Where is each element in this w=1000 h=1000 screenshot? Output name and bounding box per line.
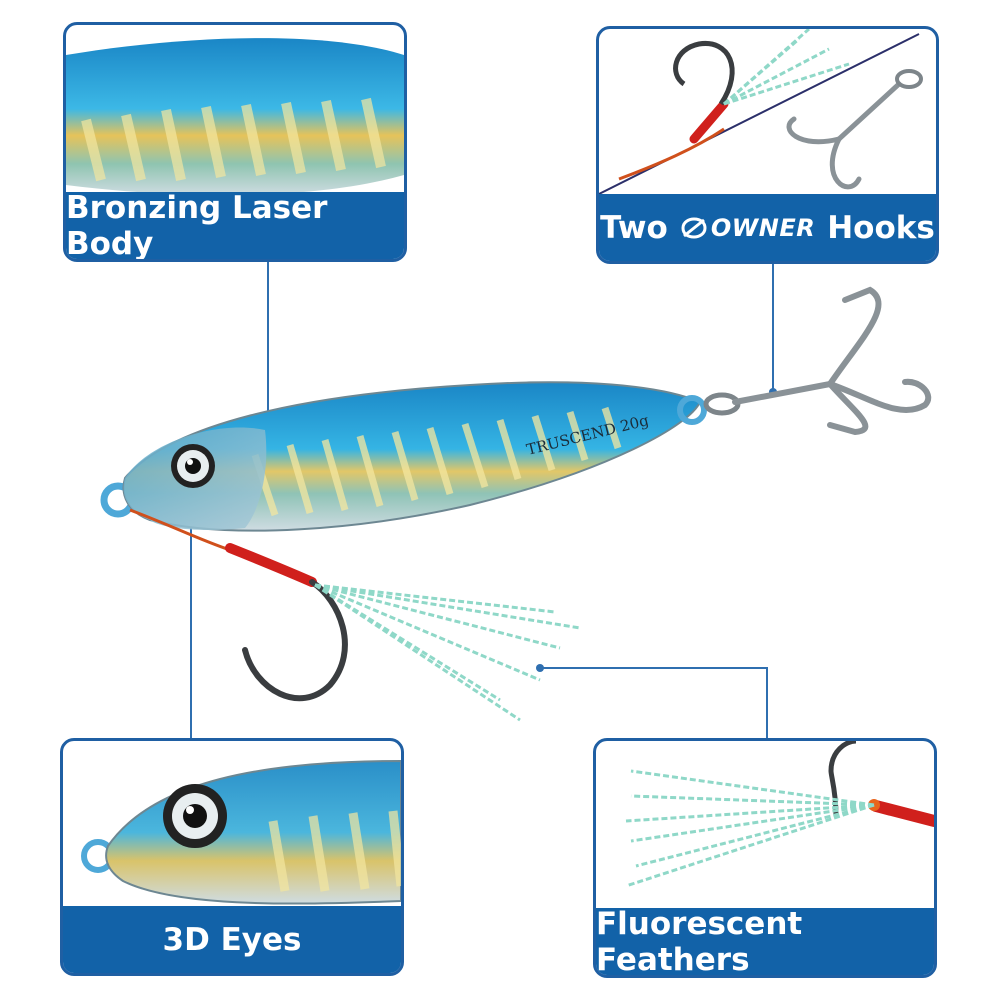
feathers-closeup-photo [625, 741, 934, 888]
treble-hook [732, 286, 932, 436]
callout-owner-hooks: Two OWNER Hooks [596, 26, 939, 264]
callout-label-hooks-prefix: Two [600, 209, 668, 246]
callout-label-hooks: Two OWNER Hooks [599, 194, 936, 261]
callout-label-feathers: Fluorescent Feathers [596, 906, 934, 975]
callout-3d-eyes: 3D Eyes [60, 738, 404, 976]
owner-brand-logo: OWNER [680, 214, 815, 242]
body-closeup-photo [66, 38, 404, 195]
callout-label-eyes: 3D Eyes [63, 906, 401, 973]
owner-logo-icon [681, 216, 707, 239]
assist-hook [242, 579, 348, 702]
feathers [314, 583, 581, 722]
callout-fluorescent-feathers: Fluorescent Feathers [593, 738, 937, 978]
assist-line [129, 508, 231, 552]
hooks-closeup-photo [599, 29, 923, 195]
callout-label-hooks-suffix: Hooks [827, 209, 935, 246]
eyes-closeup-photo [81, 759, 401, 905]
owner-brand-text: OWNER [710, 213, 816, 242]
callout-bronzing-laser-body: Bronzing Laser Body [63, 22, 407, 262]
holo-stripes [251, 406, 622, 517]
assist-thread [225, 543, 317, 587]
callout-label-body: Bronzing Laser Body [66, 190, 404, 259]
leader-feathers [540, 667, 768, 738]
